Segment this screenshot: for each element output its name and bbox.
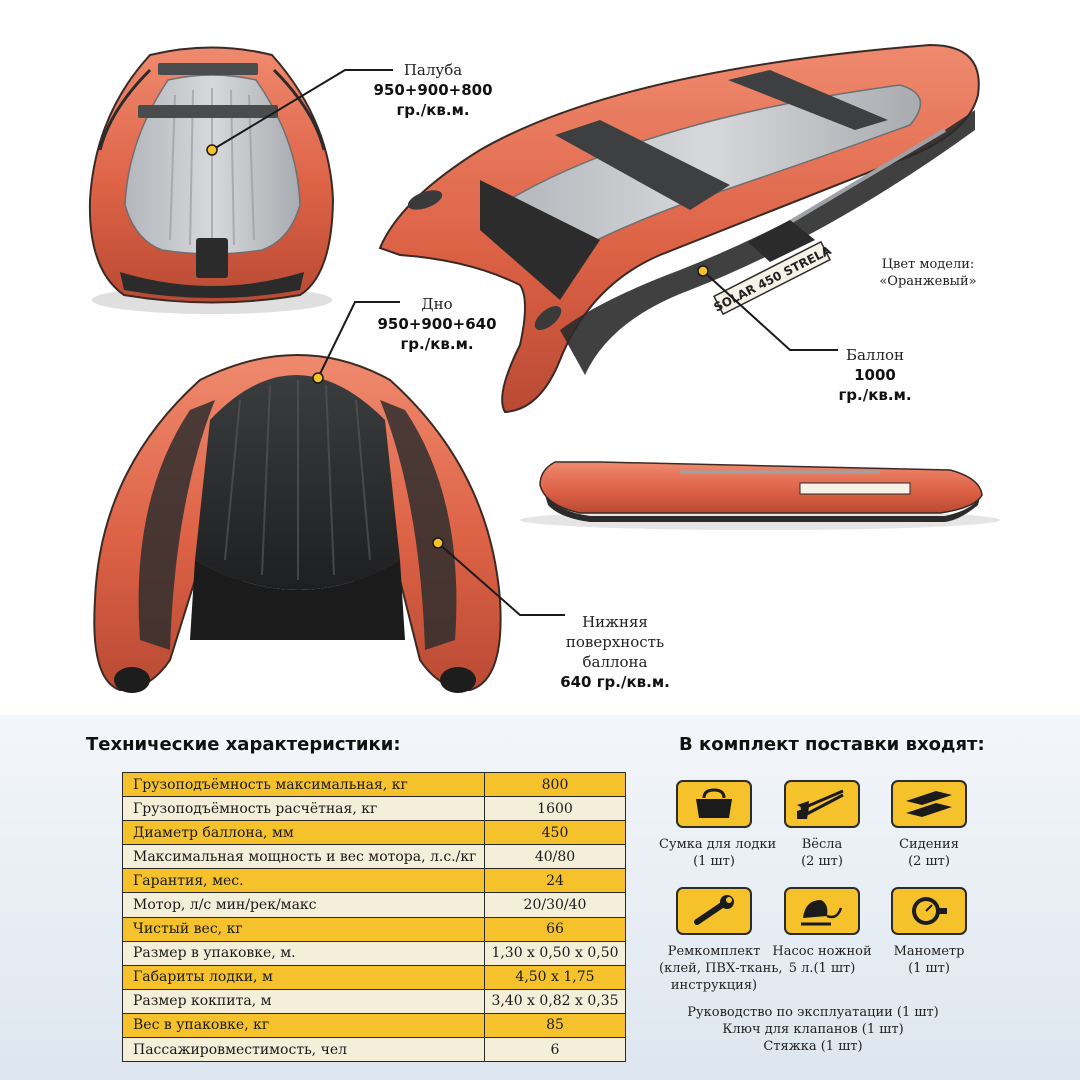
specs-title: Технические характеристики: [86, 734, 401, 755]
kit-label: Сидения [899, 837, 959, 852]
spec-value: 3,40 х 0,82 х 0,35 [484, 988, 626, 1014]
spec-value: 800 [484, 771, 626, 798]
color-value: «Оранжевый» [879, 274, 977, 289]
spec-value: 24 [484, 868, 626, 894]
boat-side-view [520, 461, 1000, 530]
underside-label: Нижняя поверхность баллона 640 гр./кв.м. [545, 612, 685, 692]
spec-value: 4,50 х 1,75 [484, 964, 626, 990]
bottom-unit: гр./кв.м. [400, 335, 474, 353]
deck-value: 950+900+800 [373, 81, 493, 99]
kit-item-pump: Насос ножной 5 л.(1 шт) [767, 887, 877, 977]
kit-qty: (2 шт) [801, 854, 843, 869]
kit-item-manometer: Манометр (1 шт) [874, 887, 984, 977]
tube-unit: гр./кв.м. [838, 386, 912, 404]
color-caption: Цвет модели: [881, 257, 975, 272]
boat-top-view [88, 46, 335, 314]
kit-label: Насос ножной [772, 944, 872, 959]
underside-line3: баллона [582, 653, 648, 671]
kit-item-oars: Вёсла (2 шт) [767, 780, 877, 870]
kit-qty: (1 шт) [908, 961, 950, 976]
spec-label: Размер в упаковке, м. [122, 940, 485, 966]
spec-label: Диаметр баллона, мм [122, 820, 485, 846]
kit-extras: Руководство по эксплуатации (1 шт) Ключ … [660, 1004, 966, 1055]
spec-value: 66 [484, 916, 626, 942]
deck-label: Палуба 950+900+800 гр./кв.м. [368, 60, 498, 120]
spec-value: 6 [484, 1037, 626, 1063]
foot-pump-icon [784, 887, 860, 935]
kit-detail: (клей, ПВХ-ткань, [659, 961, 783, 976]
spec-label: Гарантия, мес. [122, 868, 485, 894]
kit-label: Манометр [893, 944, 965, 959]
spec-value: 20/30/40 [484, 892, 626, 918]
spec-value: 450 [484, 820, 626, 846]
spec-label: Мотор, л/с мин/рек/макс [122, 892, 485, 918]
table-row: Гарантия, мес.24 [122, 868, 626, 894]
spec-label: Грузоподъёмность расчётная, кг [122, 796, 485, 822]
kit-detail: инструкция) [670, 978, 758, 993]
bag-icon [676, 780, 752, 828]
kit-label: Ремкомплект [667, 944, 761, 959]
kit-item-seats: Сидения (2 шт) [874, 780, 984, 870]
spec-label: Чистый вес, кг [122, 916, 485, 942]
model-color-label: Цвет модели: «Оранжевый» [868, 256, 988, 290]
tube-value: 1000 [854, 366, 896, 384]
tube-name: Баллон [845, 346, 905, 364]
bottom-value: 950+900+640 [377, 315, 497, 333]
kit-qty: 5 л.(1 шт) [788, 961, 856, 976]
kit-label: Сумка для лодки [659, 837, 777, 852]
underside-value: 640 гр./кв.м. [560, 673, 670, 691]
spec-value: 85 [484, 1012, 626, 1039]
kit-qty: (1 шт) [693, 854, 735, 869]
bottom-name: Дно [421, 295, 453, 313]
spec-value: 1,30 х 0,50 х 0,50 [484, 940, 626, 966]
bottom-label: Дно 950+900+640 гр./кв.м. [372, 294, 502, 354]
kit-title: В комплект поставки входят: [679, 734, 985, 755]
spec-value: 1600 [484, 796, 626, 822]
boat-perspective-view: SOLAR 450 STRELA [378, 43, 980, 414]
manometer-icon [891, 887, 967, 935]
callout-lines [211, 69, 838, 616]
tube-label: Баллон 1000 гр./кв.м. [810, 345, 940, 405]
boat-underside-view [93, 354, 502, 693]
callout-dots [206, 144, 709, 549]
underside-line1: Нижняя [582, 613, 648, 631]
kit-label: Вёсла [801, 837, 843, 852]
table-row: Размер в упаковке, м.1,30 х 0,50 х 0,50 [122, 940, 626, 966]
spec-label: Грузоподъёмность максимальная, кг [122, 771, 485, 798]
boat-illustrations: SOLAR 450 STRELA [88, 43, 1000, 693]
seats-icon [891, 780, 967, 828]
oars-icon [784, 780, 860, 828]
underside-line2: поверхность [565, 633, 665, 651]
spec-label: Вес в упаковке, кг [122, 1012, 485, 1039]
deck-name: Палуба [403, 61, 463, 79]
deck-unit: гр./кв.м. [396, 101, 470, 119]
kit-item-bag: Сумка для лодки (1 шт) [659, 780, 777, 870]
kit-qty: (2 шт) [908, 854, 950, 869]
kit-extra-item: Ключ для клапанов (1 шт) [722, 1022, 904, 1037]
spec-label: Максимальная мощность и вес мотора, л.с.… [122, 844, 485, 870]
kit-extra-item: Руководство по эксплуатации (1 шт) [687, 1005, 939, 1020]
table-row: Максимальная мощность и вес мотора, л.с.… [122, 844, 626, 870]
kit-extra-item: Стяжка (1 шт) [763, 1039, 863, 1054]
spec-value: 40/80 [484, 844, 626, 870]
spec-label: Габариты лодки, м [122, 964, 485, 990]
spec-label: Размер кокпита, м [122, 988, 485, 1014]
spec-label: Пассажировместимость, чел [122, 1037, 485, 1063]
wrench-icon [676, 887, 752, 935]
kit-item-repair: Ремкомплект (клей, ПВХ-ткань, инструкция… [659, 887, 783, 994]
